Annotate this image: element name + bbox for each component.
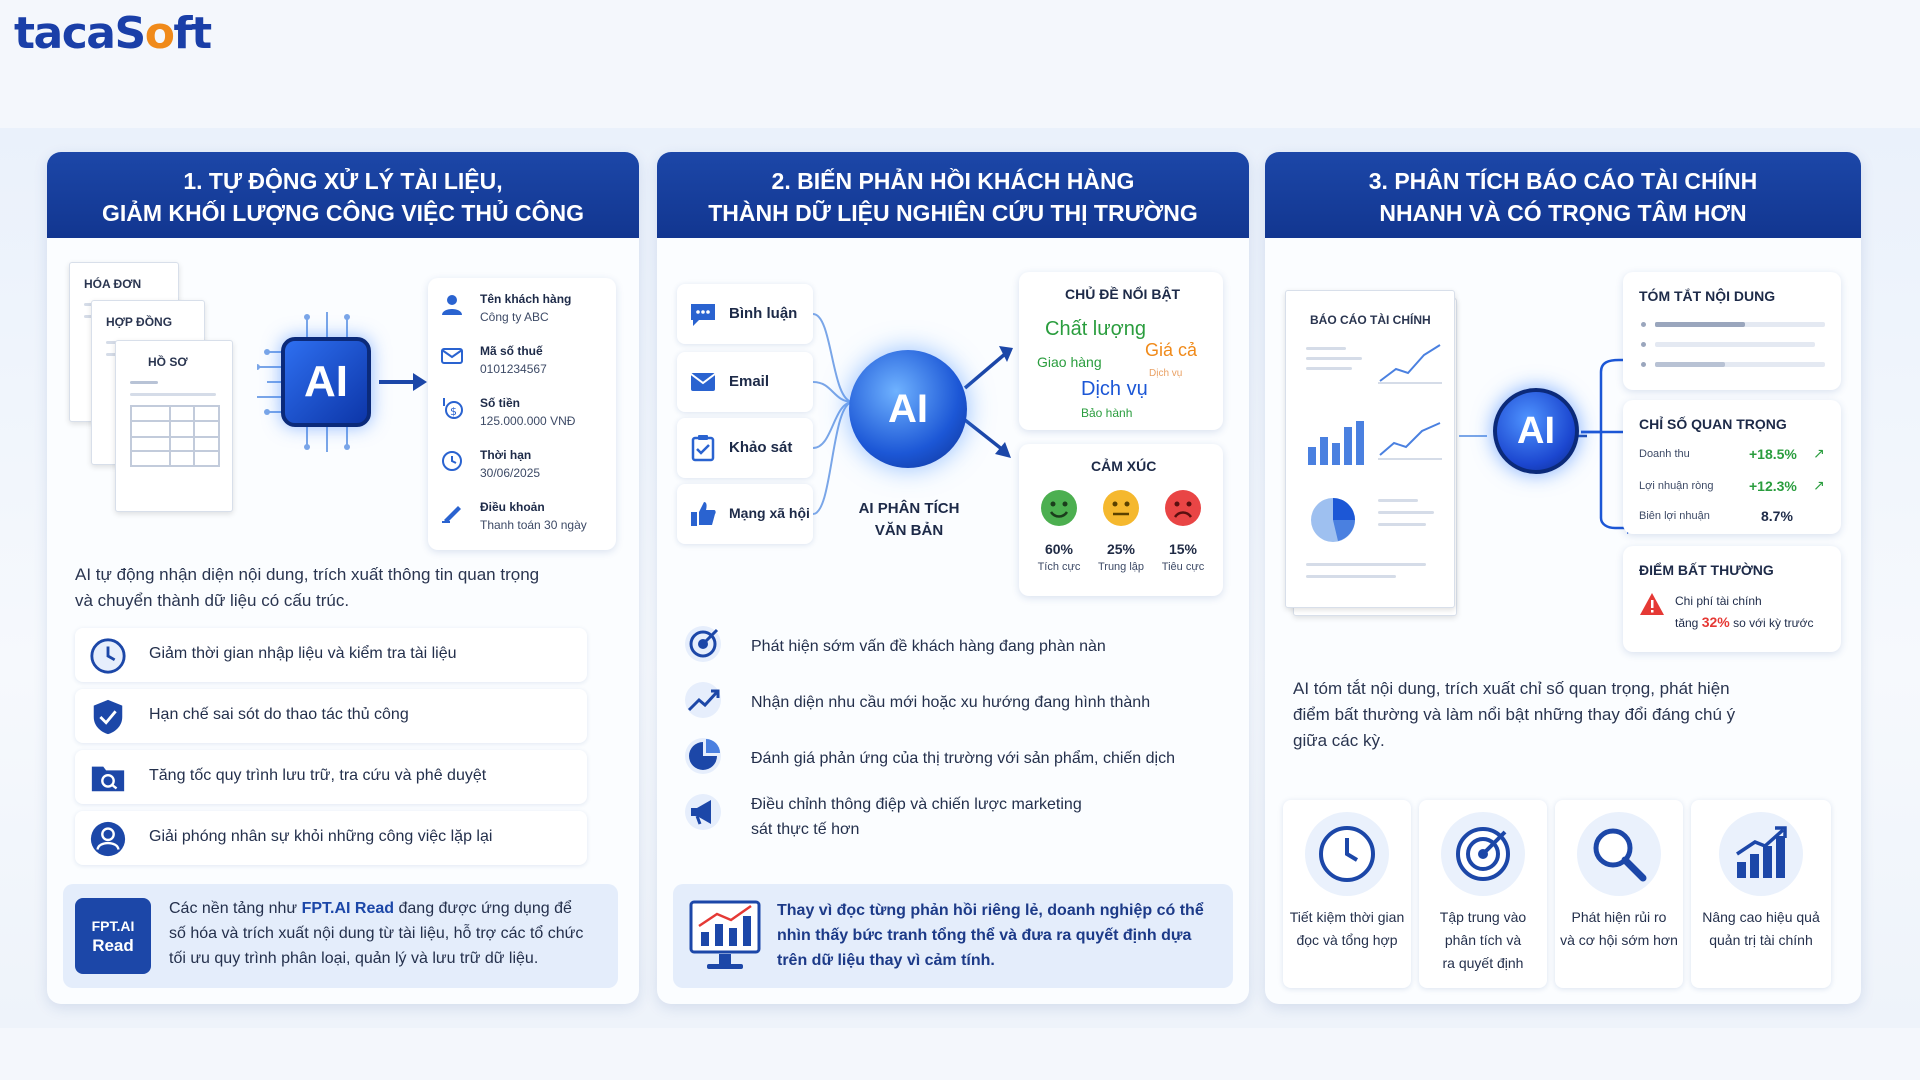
panel-document-processing: 1. TỰ ĐỘNG XỬ LÝ TÀI LIỆU, GIẢM KHỐI LƯỢ…: [47, 152, 639, 1004]
channel-comment: Bình luận: [677, 284, 813, 344]
sentiment-negative: 15% Tiêu cực: [1155, 488, 1211, 573]
channel-social: Mạng xã hội: [677, 484, 813, 544]
panel-customer-feedback: 2. BIẾN PHẢN HỒI KHÁCH HÀNG THÀNH DỮ LIỆ…: [657, 152, 1249, 1004]
shield-check-icon: [93, 699, 123, 735]
summary-card: TÓM TẮT NỘI DUNG: [1623, 272, 1841, 390]
pie-chart-icon: [685, 738, 721, 774]
comment-icon: [691, 304, 715, 326]
line-chart-icon: [1378, 344, 1442, 384]
growth-chart-icon: [1736, 826, 1787, 878]
megaphone-icon: [685, 794, 721, 830]
topic-quality: Chất lượng: [1045, 318, 1146, 340]
topic-delivery: Giao hàng: [1037, 354, 1102, 370]
sentiment-positive: 60% Tích cực: [1031, 488, 1087, 573]
topic-service: Dịch vụ: [1081, 378, 1148, 400]
clock-icon: [442, 451, 462, 471]
sad-face-icon: [1165, 490, 1201, 526]
warning-icon: [1640, 593, 1664, 615]
kpi-revenue-label: Doanh thu: [1639, 448, 1690, 460]
doc-profile: HỒ SƠ: [115, 340, 233, 512]
fpt-read-logo: FPT.AI Read: [75, 898, 151, 974]
target-icon: [1456, 827, 1510, 881]
thumbs-up-icon: [691, 502, 716, 526]
person-icon: [442, 295, 462, 315]
target-icon: [685, 626, 721, 662]
line-chart-icon: [1378, 422, 1442, 460]
channel-survey: Khảo sát: [677, 418, 813, 478]
fpt-read-note: FPT.AI Read Các nền tảng như FPT.AI Read…: [63, 884, 618, 988]
kpi-card: CHỈ SỐ QUAN TRỌNG Doanh thu +18.5% ↗ Lợi…: [1623, 400, 1841, 534]
panel-1-header: 1. TỰ ĐỘNG XỬ LÝ TÀI LIỆU, GIẢM KHỐI LƯỢ…: [47, 152, 639, 238]
mail-icon: [441, 348, 463, 364]
panel-2-note: Thay vì đọc từng phản hồi riêng lẻ, doan…: [673, 884, 1233, 988]
trend-chart-icon: [685, 682, 721, 718]
topic-service-small: Dịch vụ: [1149, 368, 1183, 379]
ai-brain-icon: AI: [849, 350, 967, 468]
topic-price: Giá cả: [1145, 340, 1198, 360]
topic-warranty: Bảo hành: [1081, 406, 1133, 420]
kpi-revenue-value: +18.5%: [1749, 446, 1797, 462]
benefit-item: Hạn chế sai sót do thao tác thủ công: [75, 689, 587, 743]
email-icon: [690, 373, 716, 391]
monitor-chart-icon: [689, 900, 761, 969]
ai-chip-icon: AI: [281, 337, 371, 427]
ai-orb-icon: AI: [1493, 388, 1579, 474]
benefit-item: Giảm thời gian nhập liệu và kiểm tra tài…: [75, 628, 587, 682]
svg-text:$: $: [450, 405, 457, 418]
panel-financial-analysis: 3. PHÂN TÍCH BÁO CÁO TÀI CHÍNH NHANH VÀ …: [1265, 152, 1861, 1004]
table-sketch-icon: [130, 405, 220, 467]
report-flow-lines-icon: [1459, 434, 1587, 438]
fpt-read-note-text: Các nền tảng như FPT.AI Read đang được ứ…: [169, 900, 584, 967]
kpi-margin-label: Biên lợi nhuận: [1639, 510, 1710, 522]
anomaly-card: ĐIỂM BẤT THƯỜNG Chi phí tài chính tăng 3…: [1623, 546, 1841, 652]
clock-icon: [90, 638, 126, 674]
bar-chart-icon: [1308, 421, 1364, 465]
kpi-net-profit-value: +12.3%: [1749, 478, 1797, 494]
channel-email: Email: [677, 352, 813, 412]
brand-logo: tacaSoft: [14, 8, 212, 59]
happy-face-icon: [1041, 490, 1077, 526]
trend-up-icon: ↗: [1813, 445, 1825, 461]
sentiment-neutral: 25% Trung lập: [1093, 488, 1149, 573]
kpi-margin-value: 8.7%: [1761, 508, 1793, 524]
anomaly-text: Chi phí tài chính tăng 32% so với kỳ trư…: [1675, 594, 1814, 630]
magnifier-icon: [1593, 828, 1647, 882]
money-icon: $: [443, 398, 463, 419]
panel-3-description: AI tóm tắt nội dung, trích xuất chỉ số q…: [1293, 679, 1736, 750]
trend-up-icon: ↗: [1813, 477, 1825, 493]
panel-1-description: AI tự động nhận diện nội dung, trích xuấ…: [75, 565, 540, 610]
flow-arrows-icon: [813, 313, 1013, 515]
clock-icon: [1319, 826, 1375, 882]
folder-search-icon: [91, 766, 125, 792]
sign-icon: [442, 506, 461, 523]
kpi-net-profit-label: Lợi nhuận ròng: [1639, 480, 1714, 492]
pie-chart-icon: [1311, 498, 1355, 542]
panel-2-note-text: Thay vì đọc từng phản hồi riêng lẻ, doan…: [777, 902, 1204, 969]
benefit-item: Giải phóng nhân sự khỏi những công việc …: [75, 811, 587, 865]
arrow-right-icon: [379, 373, 427, 391]
panel-3-header: 3. PHÂN TÍCH BÁO CÁO TÀI CHÍNH NHANH VÀ …: [1265, 152, 1861, 238]
topics-card: CHỦ ĐỀ NỔI BẬT Chất lượng Giá cả Giao hà…: [1019, 272, 1223, 430]
sentiment-card: CẢM XÚC 60% Tích cực 25% Trung lập 15% T…: [1019, 444, 1223, 596]
benefit-item: Tăng tốc quy trình lưu trữ, tra cứu và p…: [75, 750, 587, 804]
clipboard-icon: [691, 435, 715, 462]
financial-report-doc: BÁO CÁO TÀI CHÍNH: [1285, 290, 1455, 608]
neutral-face-icon: [1103, 490, 1139, 526]
user-icon: [90, 821, 126, 857]
panel-2-header: 2. BIẾN PHẢN HỒI KHÁCH HÀNG THÀNH DỮ LIỆ…: [657, 152, 1249, 238]
